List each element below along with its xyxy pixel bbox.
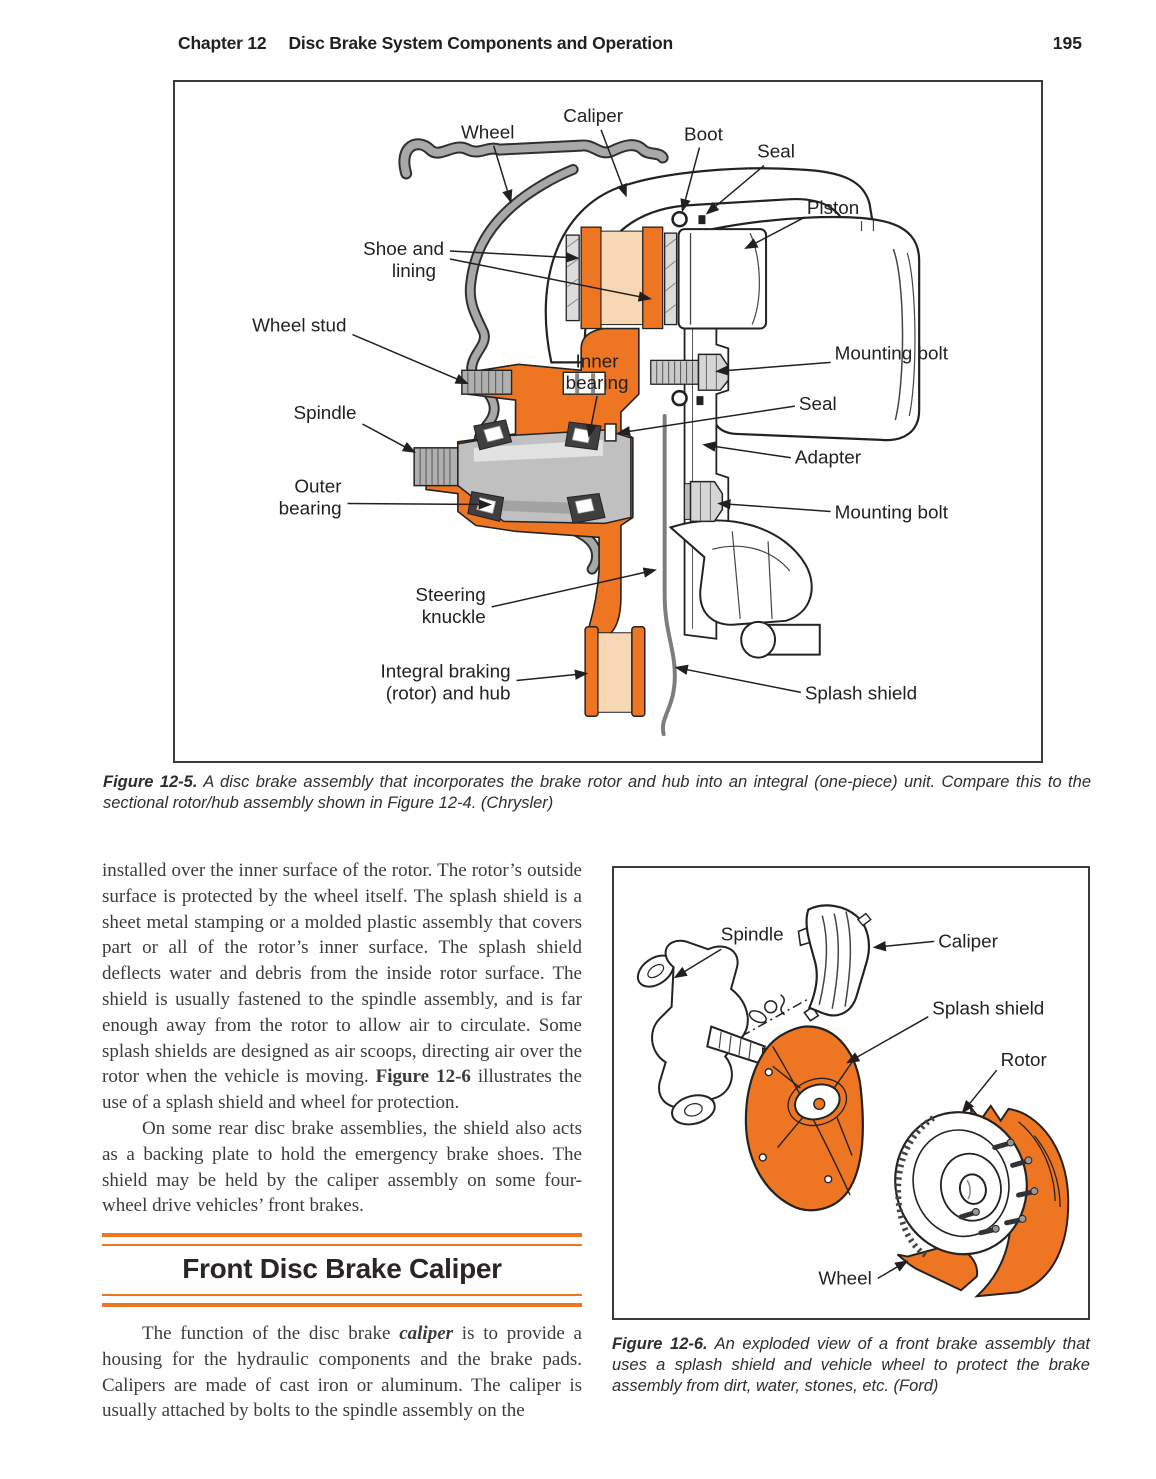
label-rotor-6: Rotor [1001,1049,1047,1070]
figure-12-5-caption-text: A disc brake assembly that incorporates … [103,773,1091,812]
label-steering-2: knuckle [422,607,486,628]
figure-12-5-caption-label: Figure 12-5. [103,773,198,791]
figure-12-6-reference: Figure 12-6 [375,1066,471,1088]
figure-12-6-diagram: Spindle Caliper Splash shield Rotor Whee… [636,904,1070,1298]
grease-seal [604,423,617,442]
caliper-term: caliper [399,1322,454,1344]
label-shoe-1: Shoe and [363,239,444,260]
page-number: 195 [1052,33,1082,53]
wheel-studs [958,1141,1035,1236]
figure-12-6-caption-text: An exploded view of a front brake assemb… [612,1335,1090,1395]
figure-12-6-box: Spindle Caliper Splash shield Rotor Whee… [612,866,1090,1320]
label-seal-top: Seal [757,142,795,163]
label-piston: Piston [807,198,859,219]
chapter-label: Chapter 12 [178,33,267,53]
paragraph-3-end: is to provide a housing for the hydrauli… [102,1322,582,1422]
steering-knuckle-arm [668,519,821,659]
label-spindle: Spindle [294,403,357,424]
figure-12-5-caption: Figure 12-5. A disc brake assembly that … [103,772,1091,814]
label-integral-1: Integral braking [380,661,510,682]
label-outer-2: bearing [279,498,342,519]
boot-seal-glyphs [671,210,706,407]
label-mounting-bolt-lower: Mounting bolt [835,502,949,523]
shoe-lining-rotor-top [565,226,678,330]
label-mounting-bolt-upper: Mounting bolt [835,343,949,364]
label-shoe-2: lining [392,261,436,282]
label-caliper-6: Caliper [938,930,998,951]
section-heading: Front Disc Brake Caliper [182,1253,502,1285]
label-outer-1: Outer [294,477,341,498]
paragraph-1: installed over the inner surface of the … [102,858,582,1116]
wheel-stud-heads [971,1138,1039,1233]
spindle-knuckle [636,939,786,1126]
figure-12-6-caption-label: Figure 12-6. [612,1335,708,1353]
label-splash-shield: Splash shield [805,683,917,704]
label-adapter: Adapter [795,448,861,469]
label-caliper: Caliper [563,106,623,127]
paragraph-3: The function of the disc brake caliper i… [102,1321,582,1424]
label-spindle-6: Spindle [721,923,784,944]
paragraph-3-text: The function of the disc brake [142,1322,400,1344]
rotor-exploded [894,1111,1039,1260]
label-splash-shield-6: Splash shield [932,998,1044,1019]
label-inner-2: bearing [566,373,629,394]
label-wheel: Wheel [461,123,515,144]
splash-shield-profile [660,414,677,737]
label-seal-mid: Seal [799,394,837,415]
integral-rotor-bottom [584,626,646,718]
body-column: installed over the inner surface of the … [102,858,582,1424]
label-steering-1: Steering [415,585,485,606]
figure-12-5-box: Wheel Caliper Boot Seal Piston Shoe and … [173,80,1043,763]
section-heading-block: Front Disc Brake Caliper [102,1233,582,1307]
label-inner-1: Inner [576,351,619,372]
running-head: Chapter 12 Disc Brake System Components a… [178,33,673,54]
paragraph-2: On some rear disc brake assemblies, the … [102,1117,582,1217]
label-integral-2: (rotor) and hub [386,683,511,704]
piston [677,228,768,330]
orange-rule-bottom [102,1293,582,1307]
mounting-bolts [650,353,730,523]
paragraph-1-text: installed over the inner surface of the … [102,860,582,1088]
figure-12-6-labels: Spindle Caliper Splash shield Rotor Whee… [673,923,1047,1288]
orange-rule-top [102,1233,582,1247]
assembly-centerline [740,998,809,1038]
paragraph-1-end: illustrates the use of a splash shield a… [102,1066,582,1114]
figure-12-6-caption: Figure 12-6. An exploded view of a front… [612,1334,1090,1397]
figure-12-5-labels: Wheel Caliper Boot Seal Piston Shoe and … [252,106,949,705]
label-boot: Boot [684,125,724,146]
label-wheel-6: Wheel [818,1267,871,1288]
splash-shield-exploded [744,1025,864,1212]
label-wheel-stud: Wheel stud [252,316,346,337]
figure-12-5-diagram: Wheel Caliper Boot Seal Piston Shoe and … [252,106,949,737]
caliper-exploded [797,904,872,1022]
chapter-title: Disc Brake System Components and Operati… [288,33,673,53]
